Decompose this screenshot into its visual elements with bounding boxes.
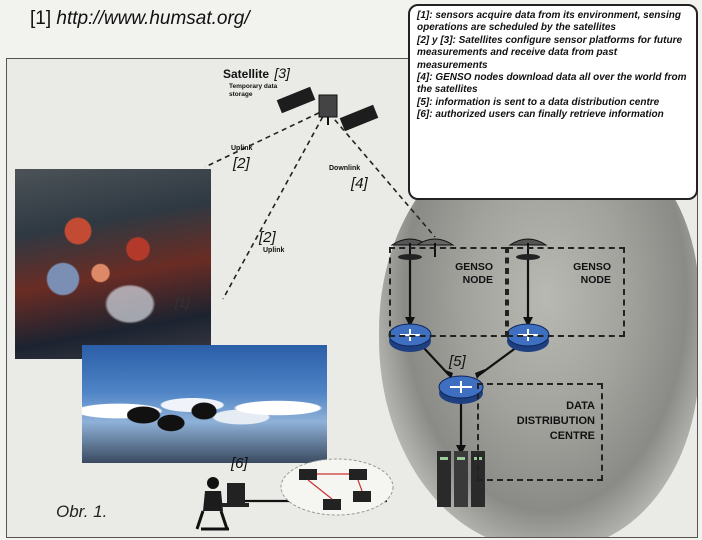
uplink-label-1: Uplink: [231, 145, 252, 152]
network-cloud-icon: [281, 459, 393, 515]
user-ref: [6]: [231, 455, 248, 472]
uplink-ref-2: [2]: [259, 229, 276, 246]
source-url-line: [1] http://www.humsat.org/: [30, 8, 250, 30]
source-url: http://www.humsat.org/: [56, 8, 249, 29]
legend-box: [1]: sensors acquire data from its envir…: [408, 4, 698, 200]
uplink-ref-1: [2]: [233, 155, 250, 172]
satellite-subtitle: Temporary data storage: [229, 83, 277, 99]
satellite-icon: [277, 87, 379, 131]
genso-node-label-1: GENSO NODE: [427, 261, 493, 287]
data-distribution-label: DATA DISTRIBUTION CENTRE: [491, 399, 595, 444]
legend-item-5: [6]: authorized users can finally retrie…: [417, 109, 689, 121]
url-ref: [1]: [30, 8, 51, 29]
legend-item-2: [2] y [3]: Satellites configure sensor p…: [417, 35, 689, 72]
legend-item-4: [5]: information is sent to a data distr…: [417, 97, 689, 109]
satellite-ref: [3]: [274, 65, 290, 81]
genso-node-label-2: GENSO NODE: [545, 261, 611, 287]
figure-caption: Obr. 1.: [56, 502, 107, 522]
legend-item-3: [4]: GENSO nodes download data all over …: [417, 72, 689, 97]
legend-item-1: [1]: sensors acquire data from its envir…: [417, 10, 689, 35]
downlink-ref: [4]: [351, 175, 368, 192]
satellite-title: Satellite: [223, 67, 269, 81]
uplink-label-2: Uplink: [263, 247, 284, 254]
sensor-photo-ref: [1]: [175, 295, 189, 310]
hub-ref: [5]: [449, 353, 466, 370]
downlink-label: Downlink: [329, 165, 360, 172]
user-workstation-icon: [197, 477, 249, 529]
